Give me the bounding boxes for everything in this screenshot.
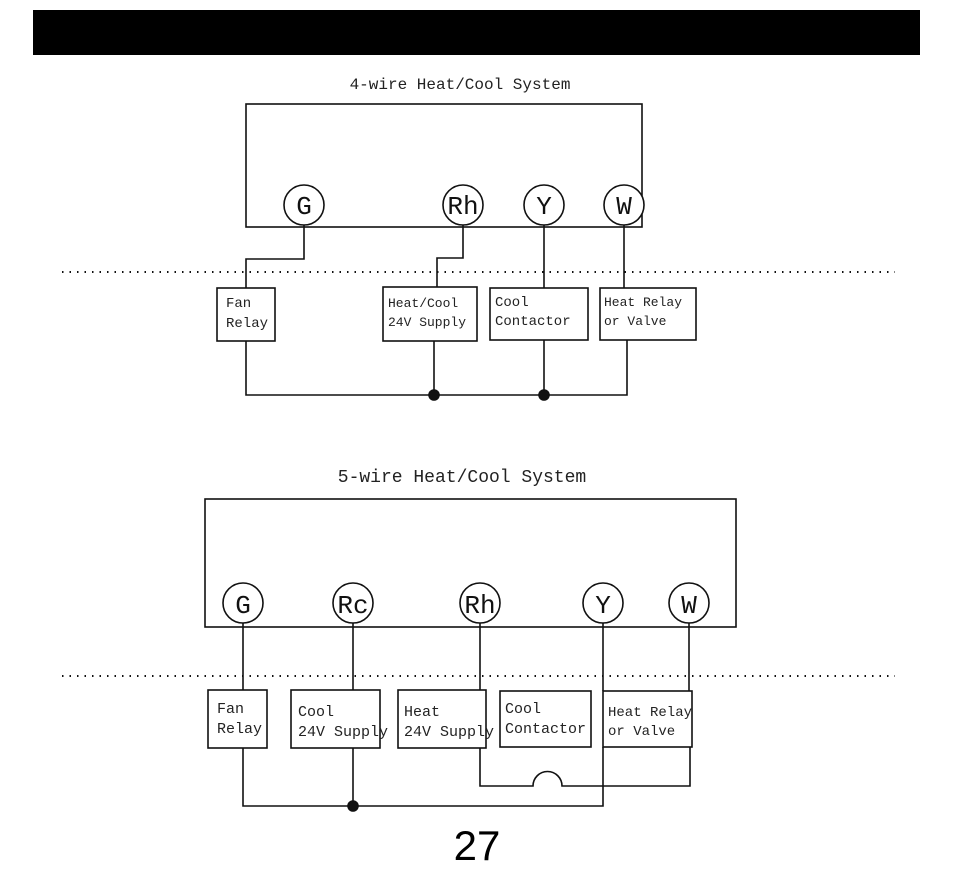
diagram-title: 4-wire Heat/Cool System: [350, 76, 571, 94]
junction-dot: [347, 800, 359, 812]
device-cool-contactor: [499, 690, 592, 748]
terminal-rc: Rc: [332, 582, 374, 624]
device-fan-relay: [207, 689, 268, 749]
thermostat-box: [204, 498, 737, 628]
svg-text:Cool: Cool: [298, 704, 334, 721]
wire: [436, 225, 464, 287]
svg-text:Contactor: Contactor: [495, 314, 571, 330]
svg-text:Y: Y: [595, 591, 611, 621]
device-heat-cool-supply: [382, 286, 478, 342]
terminal-y: Y: [523, 184, 565, 226]
terminal-rh: Rh: [459, 582, 501, 624]
common-wire: [245, 340, 628, 396]
svg-text:Heat Relay: Heat Relay: [604, 295, 682, 310]
device-heat-supply: [397, 689, 487, 749]
terminal-w: W: [668, 582, 710, 624]
junction-dot: [538, 389, 550, 401]
svg-text:Fan: Fan: [226, 296, 251, 312]
common-wire: [242, 747, 604, 807]
svg-text:Rh: Rh: [464, 591, 495, 621]
svg-text:or Valve: or Valve: [604, 314, 666, 329]
svg-text:G: G: [296, 192, 312, 222]
device-cool-supply: [290, 689, 381, 749]
terminal-g: G: [283, 184, 325, 226]
svg-text:Heat/Cool: Heat/Cool: [388, 296, 458, 311]
page-number: 27: [453, 822, 501, 869]
junction-dot: [428, 389, 440, 401]
svg-text:Relay: Relay: [217, 721, 262, 738]
heat-wire-with-crossover: [479, 747, 691, 787]
terminal-w: W: [603, 184, 645, 226]
svg-text:W: W: [616, 192, 632, 222]
svg-text:24V Supply: 24V Supply: [298, 724, 388, 741]
svg-text:Cool: Cool: [505, 701, 541, 718]
diagram-title: 5-wire Heat/Cool System: [338, 468, 586, 488]
diagram-4wire: 4-wire Heat/Cool System G Rh Y W Fan Rel…: [62, 76, 895, 401]
svg-text:Fan: Fan: [217, 701, 244, 718]
svg-text:Contactor: Contactor: [505, 721, 586, 738]
svg-text:Heat: Heat: [404, 704, 440, 721]
terminal-rh: Rh: [442, 184, 484, 226]
wire: [245, 225, 305, 288]
terminal-g: G: [222, 582, 264, 624]
svg-text:24V Supply: 24V Supply: [388, 315, 466, 330]
svg-text:or Valve: or Valve: [608, 724, 675, 740]
svg-text:W: W: [681, 591, 697, 621]
device-cool-contactor: [489, 287, 589, 341]
svg-text:Rh: Rh: [447, 192, 478, 222]
header-bar: [33, 10, 920, 55]
svg-text:Cool: Cool: [495, 295, 529, 311]
thermostat-box: [245, 103, 643, 228]
svg-text:Y: Y: [536, 192, 552, 222]
device-heat-relay: [602, 690, 693, 748]
svg-text:Relay: Relay: [226, 316, 268, 332]
terminal-y: Y: [582, 582, 624, 624]
svg-text:Rc: Rc: [337, 591, 368, 621]
svg-text:G: G: [235, 591, 251, 621]
svg-text:Heat Relay: Heat Relay: [608, 705, 692, 721]
svg-text:24V Supply: 24V Supply: [404, 724, 494, 741]
device-heat-relay: [599, 287, 697, 341]
diagram-5wire: 5-wire Heat/Cool System G Rc Rh Y W Fan …: [62, 468, 895, 812]
